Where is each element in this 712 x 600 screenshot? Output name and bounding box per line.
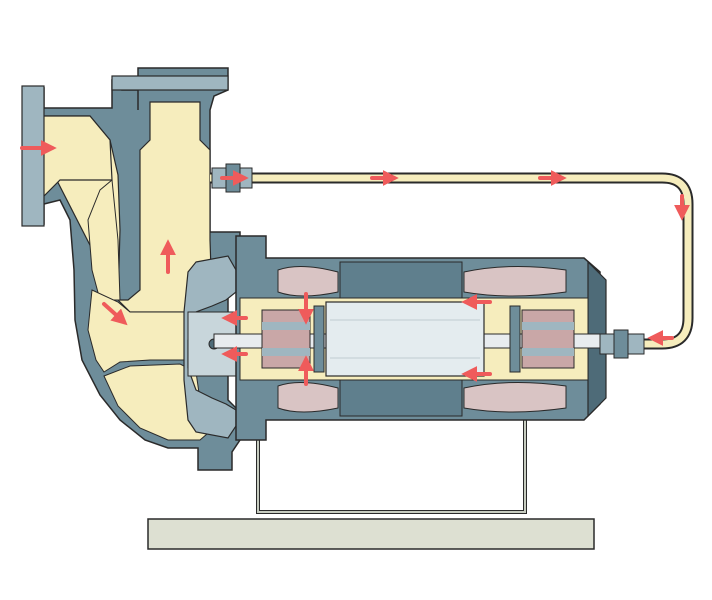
front-bearing-housing xyxy=(313,305,325,373)
rotor xyxy=(325,301,485,377)
support-frame xyxy=(256,420,527,514)
stator-winding-top-right xyxy=(463,265,567,297)
discharge-flange xyxy=(111,75,229,91)
rear-bearing-housing xyxy=(509,305,521,373)
stator-winding-bottom-right xyxy=(463,381,567,413)
flow-arrow xyxy=(102,302,128,326)
stator-winding-top-left xyxy=(277,266,339,297)
stator-winding-bottom-left xyxy=(277,382,339,413)
stator-core-bottom xyxy=(339,379,463,417)
rear-bearing xyxy=(521,309,575,369)
base-plate xyxy=(147,518,595,550)
stator-core-top xyxy=(339,261,463,299)
flow-arrows xyxy=(20,140,690,386)
suction-flange xyxy=(21,85,45,227)
impeller xyxy=(183,255,237,439)
front-bearing xyxy=(261,309,311,369)
